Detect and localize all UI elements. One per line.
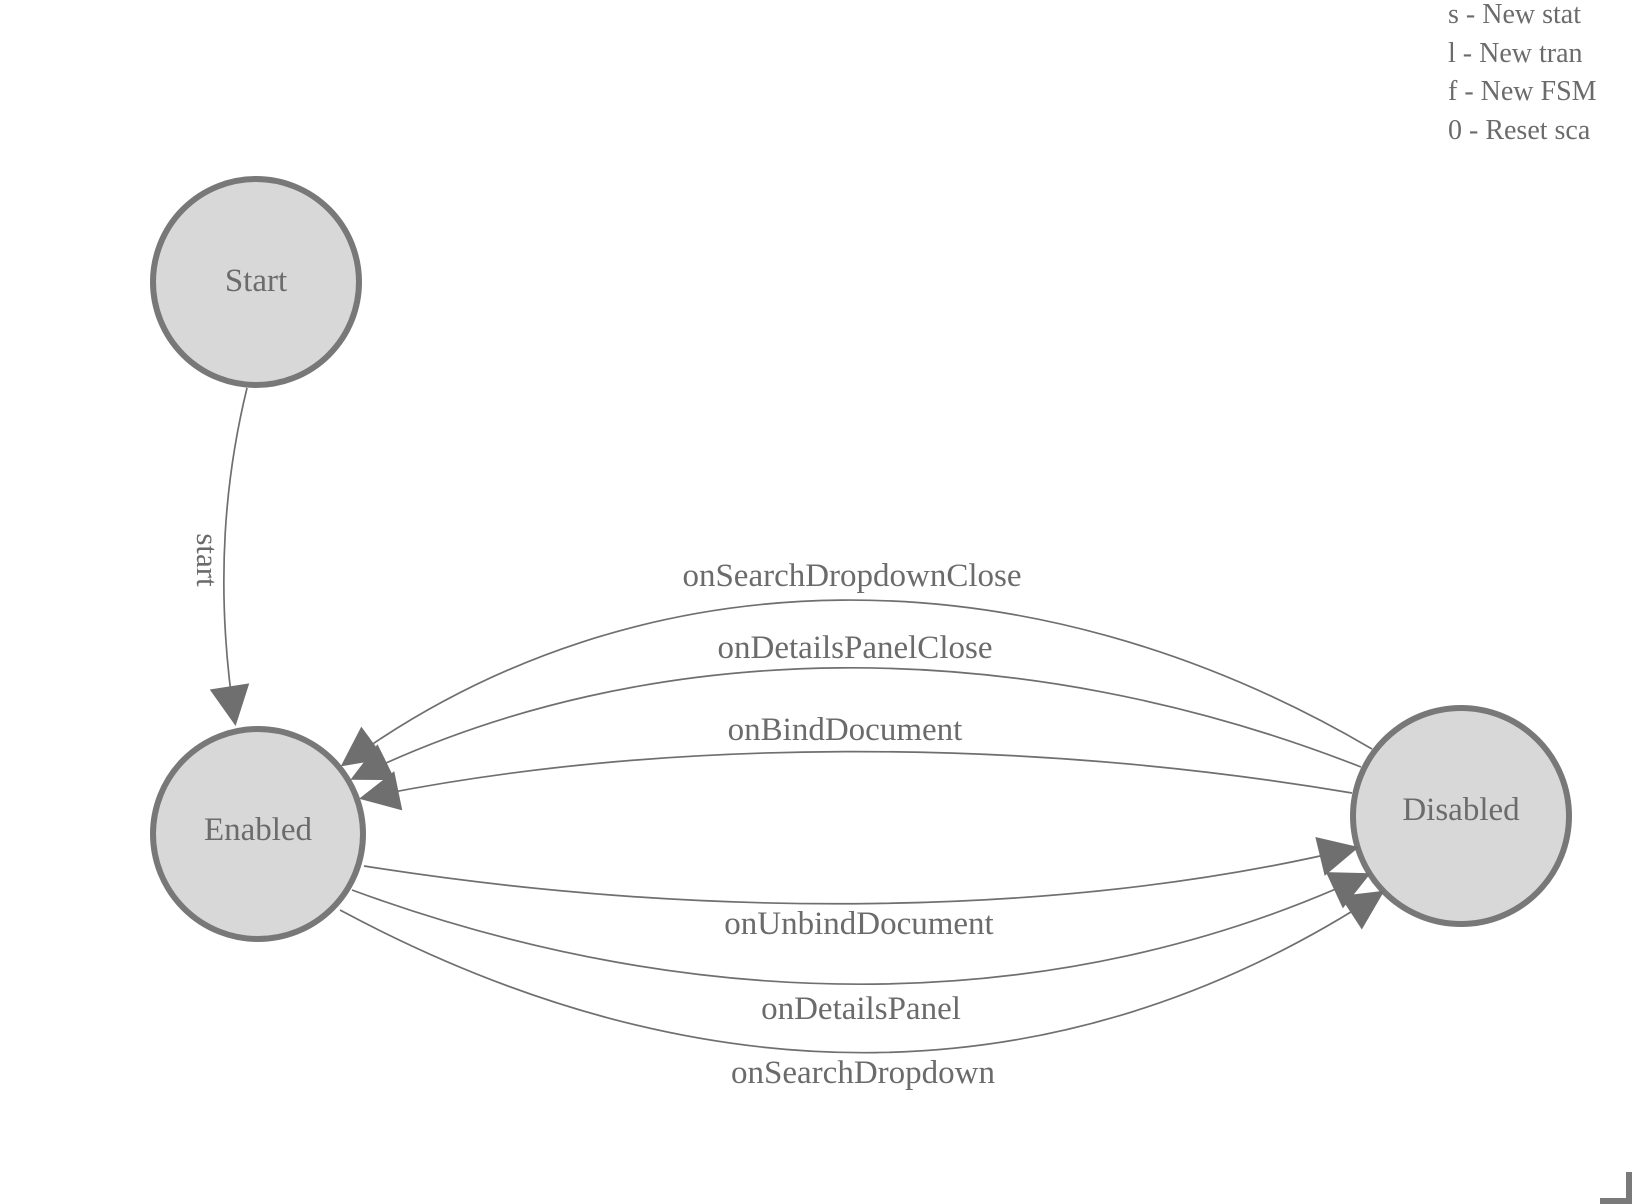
state-circle-start[interactable] — [150, 176, 362, 388]
state-label-start: Start — [225, 263, 287, 299]
state-circle-disabled[interactable] — [1350, 705, 1572, 927]
legend-line-new-transition: l - New tran — [1448, 37, 1583, 69]
state-node-start[interactable]: Start — [150, 176, 362, 388]
edge-label-on-search-dropdown: onSearchDropdown — [731, 1055, 995, 1091]
canvas-corner-marker-horizontal — [1600, 1198, 1632, 1204]
shortcuts-legend: s - New stat l - New tran f - New FSM 0 … — [1448, 0, 1597, 150]
legend-line-new-state: s - New stat — [1448, 0, 1581, 30]
state-label-disabled: Disabled — [1402, 792, 1520, 828]
edge-start[interactable] — [209, 387, 250, 726]
state-label-enabled: Enabled — [204, 812, 313, 848]
edge-label-on-unbind-document: onUnbindDocument — [724, 906, 993, 942]
edge-label-on-details-panel: onDetailsPanel — [761, 991, 961, 1027]
edge-on-details-panel-close[interactable] — [350, 666, 1362, 781]
legend-line-reset: 0 - Reset sca — [1448, 114, 1591, 146]
edge-on-bind-document[interactable] — [359, 750, 1353, 811]
edge-on-search-dropdown[interactable] — [339, 890, 1385, 1054]
edge-on-unbind-document[interactable] — [363, 836, 1359, 905]
legend-line-new-fsm: f - New FSM — [1448, 76, 1597, 107]
state-circle-enabled[interactable] — [150, 726, 366, 942]
edge-label-on-search-dropdown-close: onSearchDropdownClose — [682, 558, 1021, 594]
state-node-disabled[interactable]: Disabled — [1350, 705, 1572, 927]
edge-label-start: start — [190, 533, 225, 587]
canvas-corner-marker-vertical — [1626, 1172, 1632, 1204]
edge-label-on-bind-document: onBindDocument — [728, 712, 963, 748]
edge-label-on-details-panel-close: onDetailsPanelClose — [718, 630, 993, 666]
edge-on-search-dropdown-close[interactable] — [340, 599, 1373, 767]
edge-on-details-panel[interactable] — [351, 872, 1371, 986]
state-node-enabled[interactable]: Enabled — [150, 726, 366, 942]
